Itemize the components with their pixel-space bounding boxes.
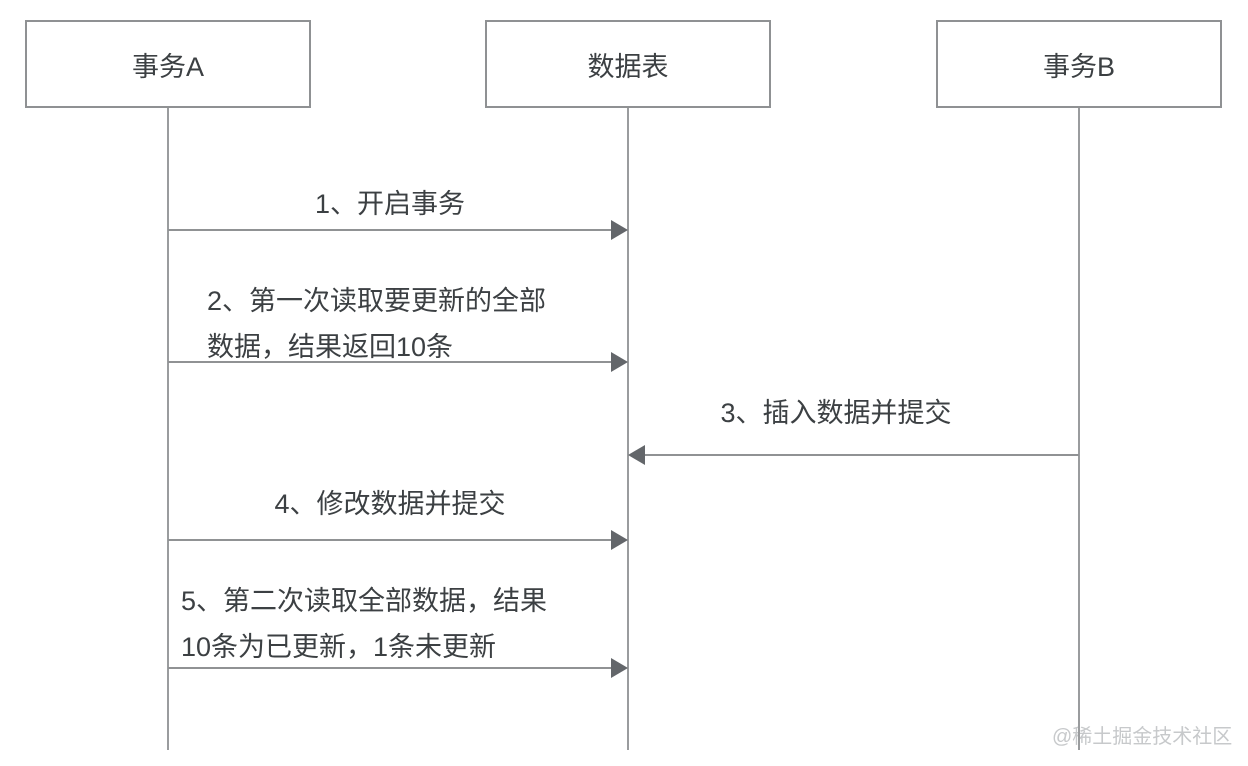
message-5-label-line-2: 10条为已更新，1条未更新: [181, 632, 497, 662]
message-1-line: [168, 229, 616, 231]
message-2-label-line-2: 数据，结果返回10条: [207, 332, 454, 362]
message-3-label: 3、插入数据并提交: [720, 398, 952, 428]
message-5-label: 5、第二次读取全部数据，结果 10条为已更新，1条未更新: [181, 578, 547, 670]
watermark: @稀土掘金技术社区: [1052, 726, 1233, 748]
lifeline-transaction-b: [1078, 108, 1080, 750]
actor-box-transaction-a: 事务A: [25, 20, 311, 108]
message-3-line: [640, 454, 1079, 456]
message-4-line: [168, 539, 616, 541]
message-5-label-line-1: 5、第二次读取全部数据，结果: [181, 586, 548, 616]
message-1-label: 1、开启事务: [314, 189, 466, 219]
message-4-arrowhead-right-icon: [611, 530, 628, 550]
actor-label-transaction-a: 事务A: [131, 51, 204, 82]
lifeline-transaction-a: [167, 108, 169, 750]
actor-label-data-table: 数据表: [587, 51, 669, 82]
actor-box-transaction-b: 事务B: [936, 20, 1222, 108]
message-2-arrowhead-right-icon: [611, 352, 628, 372]
message-5-line: [168, 667, 616, 669]
message-3-arrowhead-left-icon: [628, 445, 645, 465]
lifeline-data-table: [627, 108, 629, 750]
actor-box-data-table: 数据表: [485, 20, 771, 108]
message-2-label-line-1: 2、第一次读取要更新的全部: [207, 286, 547, 316]
message-4-label: 4、修改数据并提交: [274, 489, 506, 519]
actor-label-transaction-b: 事务B: [1042, 51, 1115, 82]
message-2-line: [168, 361, 616, 363]
message-5-arrowhead-right-icon: [611, 658, 628, 678]
message-1-arrowhead-right-icon: [611, 220, 628, 240]
message-2-label: 2、第一次读取要更新的全部 数据，结果返回10条: [207, 278, 546, 370]
